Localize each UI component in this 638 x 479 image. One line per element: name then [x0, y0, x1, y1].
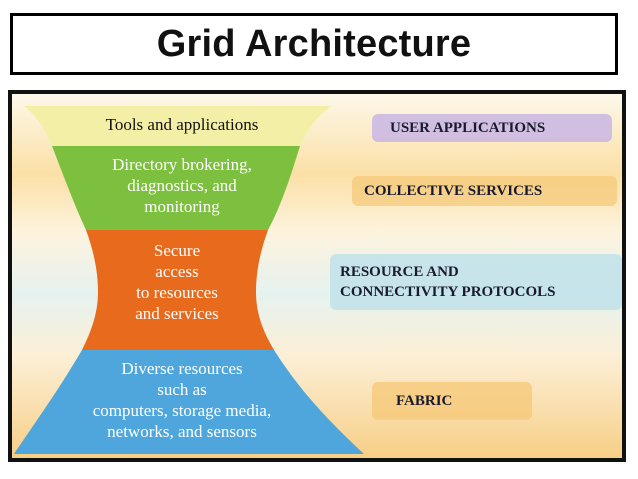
funnel-resource-line: and services — [135, 304, 219, 323]
funnel-collective-line: Directory brokering, — [112, 155, 252, 174]
band-user-applications — [372, 114, 612, 142]
funnel-resource-line: Secure — [153, 241, 201, 260]
band-collective-services — [352, 176, 617, 206]
funnel-collective-text: Directory brokering, diagnostics, and mo… — [82, 154, 282, 217]
title-box: Grid Architecture — [10, 13, 618, 75]
diagram-graphic — [12, 94, 622, 458]
funnel-fabric-text: Diverse resources such as computers, sto… — [62, 358, 302, 442]
funnel-fabric-line: such as — [157, 380, 207, 399]
funnel-fabric-line: networks, and sensors — [107, 422, 257, 441]
funnel-collective-line: monitoring — [144, 197, 220, 216]
page-title: Grid Architecture — [156, 22, 472, 65]
funnel-fabric-line: Diverse resources — [121, 359, 243, 378]
layer-label-resource-line: RESOURCE AND — [340, 264, 459, 280]
funnel-top-line: Tools and applications — [105, 115, 259, 134]
funnel-fabric-line: computers, storage media, — [92, 401, 272, 420]
funnel-collective-section — [52, 146, 300, 230]
layer-label-fabric: FABRIC — [396, 393, 453, 409]
layer-label-resource-line: CONNECTIVITY PROTOCOLS — [340, 284, 556, 300]
funnel-top-section — [24, 106, 332, 146]
grid-architecture-diagram: Tools and applications Directory brokeri… — [8, 90, 626, 462]
funnel-resource-section — [82, 230, 274, 350]
layer-label-collective-services: COLLECTIVE SERVICES — [364, 183, 543, 199]
funnel-resource-line: to resources — [136, 283, 218, 302]
layer-label-resource-connectivity: RESOURCE AND CONNECTIVITY PROTOCOLS — [340, 262, 555, 302]
band-fabric — [372, 382, 532, 420]
band-resource-connectivity — [330, 254, 622, 310]
funnel-collective-line: diagnostics, and — [127, 176, 237, 195]
funnel-fabric-section — [14, 350, 364, 454]
funnel-resource-text: Secure access to resources and services — [102, 240, 252, 324]
layer-label-user-applications: USER APPLICATIONS — [390, 120, 546, 136]
funnel-top-text: Tools and applications — [82, 114, 282, 135]
funnel-resource-line: access — [155, 262, 199, 281]
